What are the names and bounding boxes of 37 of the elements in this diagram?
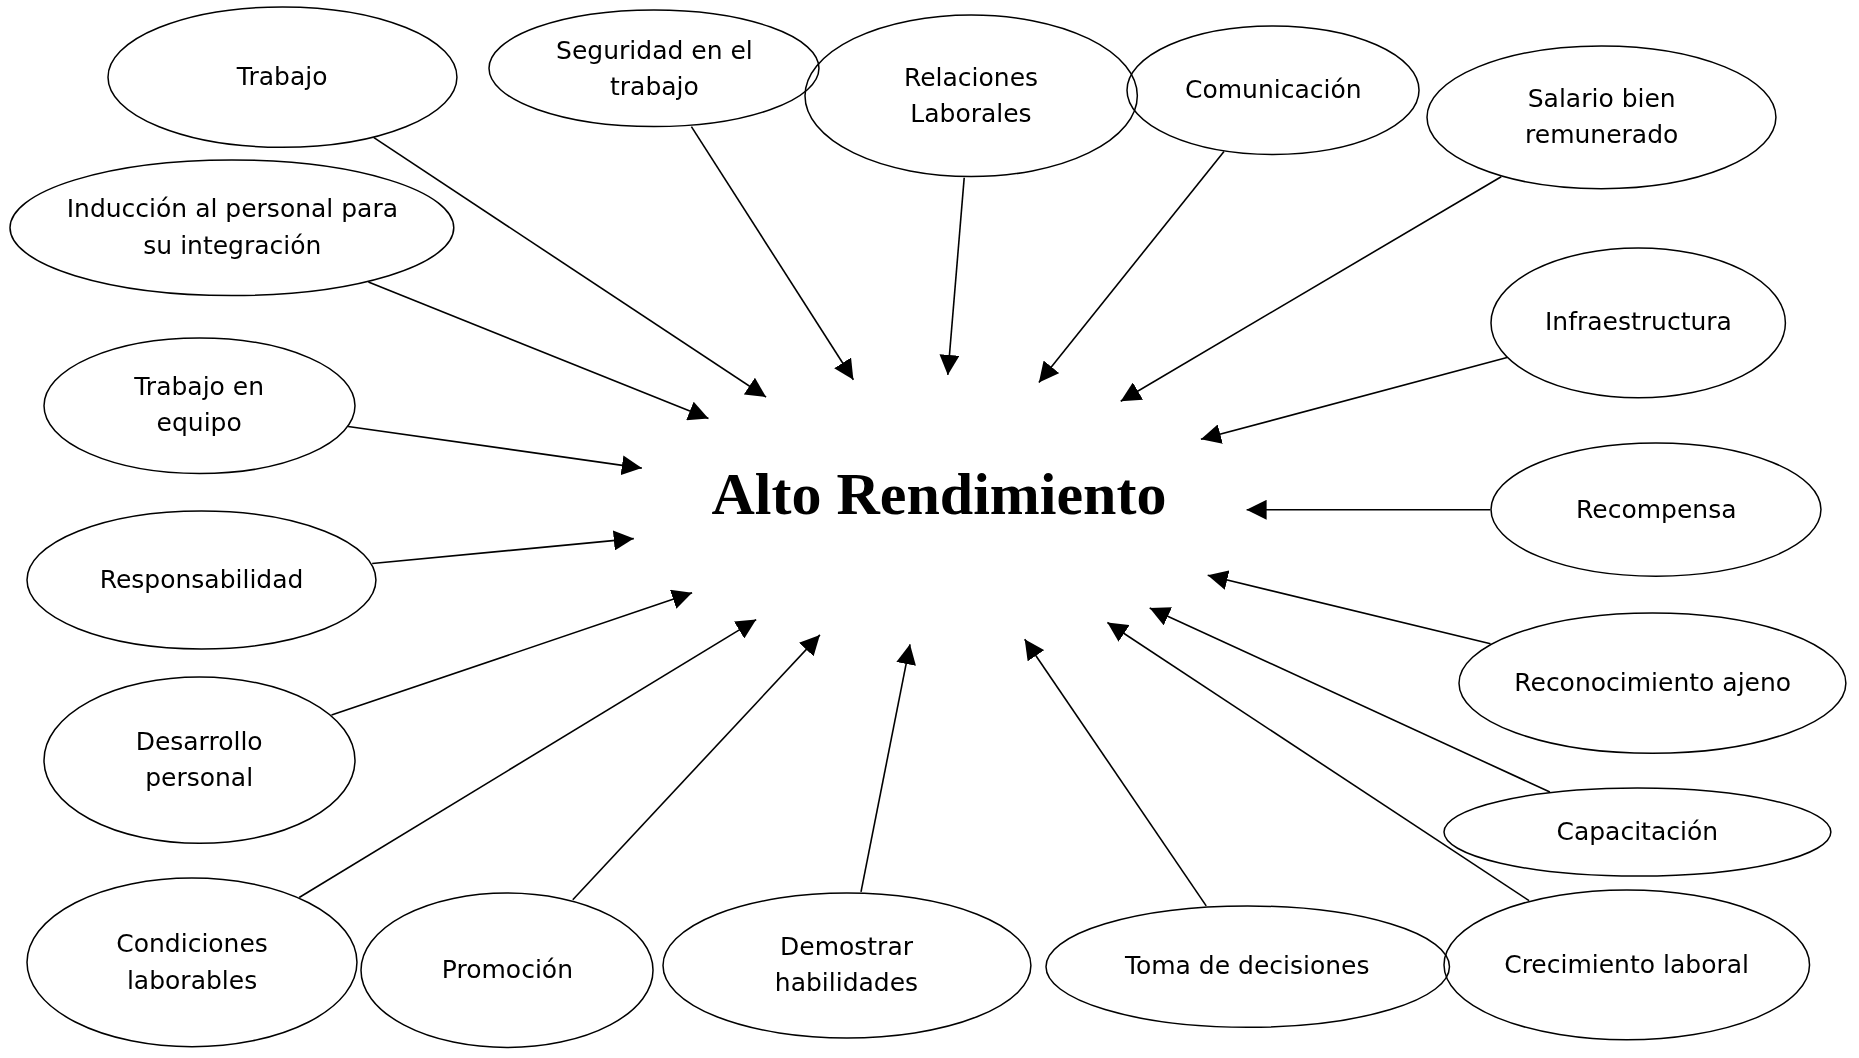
node-label: Inducción al personal para su integración: [65, 193, 400, 262]
arrow: [1106, 621, 1530, 902]
arrow: [1245, 499, 1492, 520]
arrow: [939, 177, 965, 376]
node-label: Recompensa: [1575, 493, 1738, 526]
node-label: Trabajo en equipo: [133, 371, 266, 440]
arrow: [690, 125, 855, 381]
arrow: [860, 643, 916, 893]
node-label: Trabajo: [235, 60, 329, 93]
arrow: [330, 589, 693, 716]
node-label: Condiciones laborables: [115, 928, 269, 997]
arrow: [347, 425, 643, 476]
node-label: Relaciones Laborales: [902, 61, 1040, 130]
arrow: [373, 136, 767, 398]
arrow: [1206, 570, 1492, 645]
node-label: Crecimiento laboral: [1503, 948, 1750, 981]
node-label: Infraestructura: [1544, 306, 1733, 339]
arrow: [1119, 175, 1502, 402]
arrow: [1023, 638, 1207, 907]
node-label: Salario bien remunerado: [1524, 83, 1680, 152]
node-label: Responsabilidad: [98, 563, 305, 596]
arrow: [572, 634, 821, 901]
node-label: Comunicación: [1184, 73, 1363, 106]
arrow: [1200, 356, 1508, 444]
node-label: Capacitación: [1555, 816, 1720, 849]
node-label: Desarrollo personal: [134, 725, 264, 794]
central-title: Alto Rendimiento: [711, 461, 1167, 528]
arrow: [298, 618, 757, 899]
arrow: [1148, 607, 1551, 793]
node-label: Promoción: [440, 953, 574, 986]
node-label: Seguridad en el trabajo: [555, 34, 754, 103]
node-label: Demostrar habilidades: [773, 930, 920, 1000]
arrow: [367, 281, 710, 421]
node-label: Toma de decisiones: [1123, 950, 1371, 983]
arrow: [371, 530, 635, 565]
node-label: Reconocimiento ajeno: [1513, 666, 1793, 699]
arrow: [1038, 150, 1225, 384]
